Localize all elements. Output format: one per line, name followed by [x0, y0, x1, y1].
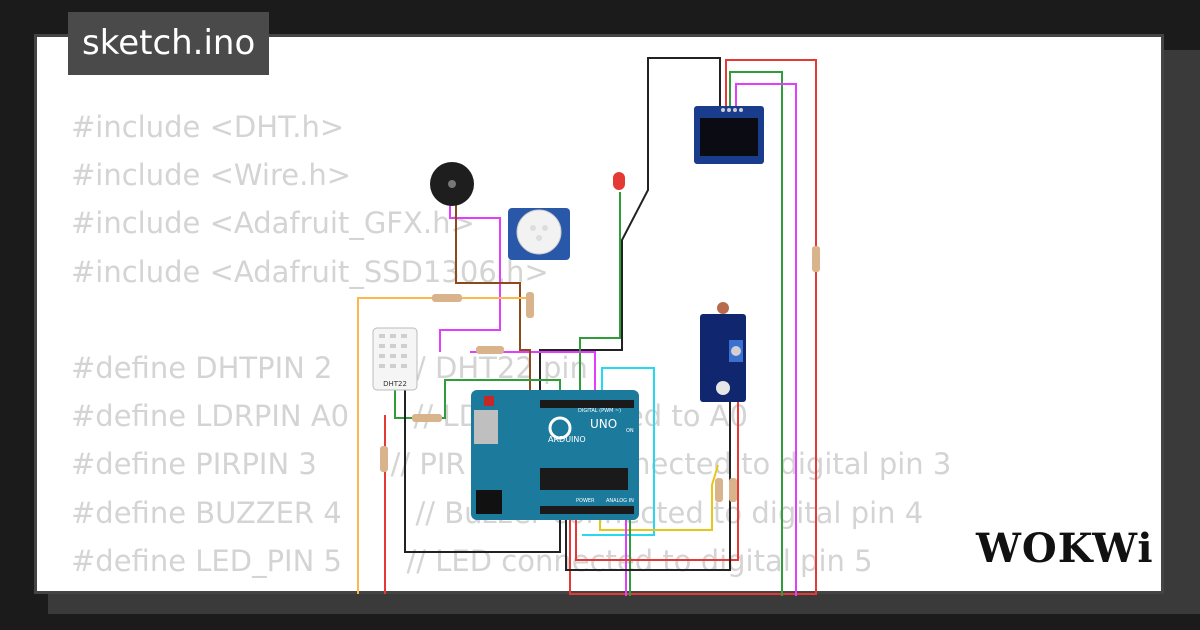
resistor [476, 346, 504, 354]
board-brand: ARDUINO [548, 435, 586, 444]
file-title: sketch.ino [68, 12, 270, 75]
wire-red-oled [569, 59, 817, 595]
dht-label: DHT22 [383, 380, 407, 388]
resistor [526, 292, 534, 318]
buzzer[interactable] [430, 162, 474, 206]
code-line: #include <Adafruit_GFX.h> [71, 206, 475, 241]
on-label: ON [626, 428, 634, 434]
wire-red-ldr [575, 400, 739, 561]
wire-orange [357, 297, 530, 594]
resistor [812, 246, 820, 272]
arduino-uno-board[interactable]: UNO ARDUINO DIGITAL (PWM ~) POWER ANALOG… [471, 390, 639, 520]
resistor [380, 446, 388, 472]
resistor [729, 478, 737, 502]
digital-header: DIGITAL (PWM ~) [578, 408, 621, 414]
red-led[interactable] [613, 172, 625, 190]
wokwi-logo: WOKWi [976, 525, 1154, 572]
code-line: #define DHTPIN 2 // DHT22 pin [71, 350, 588, 385]
resistor [432, 294, 462, 302]
code-preview: #include <DHT.h> #include <Wire.h> #includ… [71, 103, 951, 585]
wire-black-gnd [404, 388, 561, 553]
wire-yellow [599, 464, 719, 531]
wire-pink-oled [735, 83, 797, 596]
wire-green-led [579, 192, 621, 410]
analog-header: ANALOG IN [606, 498, 634, 504]
resistors [380, 246, 820, 502]
board-model: UNO [590, 417, 617, 431]
pir-sensor[interactable] [508, 208, 570, 260]
wire-green-dht [394, 379, 561, 419]
resistor [715, 478, 723, 502]
code-line: #include <Wire.h> [71, 158, 352, 193]
resistor [412, 414, 442, 422]
oled-display[interactable] [694, 106, 764, 164]
wire-green-oled [729, 71, 783, 596]
wire-pink-pir [439, 195, 501, 352]
wire-black-oled [539, 57, 721, 412]
dht22-sensor[interactable]: DHT22 [372, 327, 418, 391]
preview-card: #include <DHT.h> #include <Wire.h> #includ… [34, 34, 1164, 594]
ldr-module[interactable] [700, 302, 746, 402]
power-header: POWER [576, 498, 595, 504]
code-line: #include <DHT.h> [71, 110, 345, 144]
